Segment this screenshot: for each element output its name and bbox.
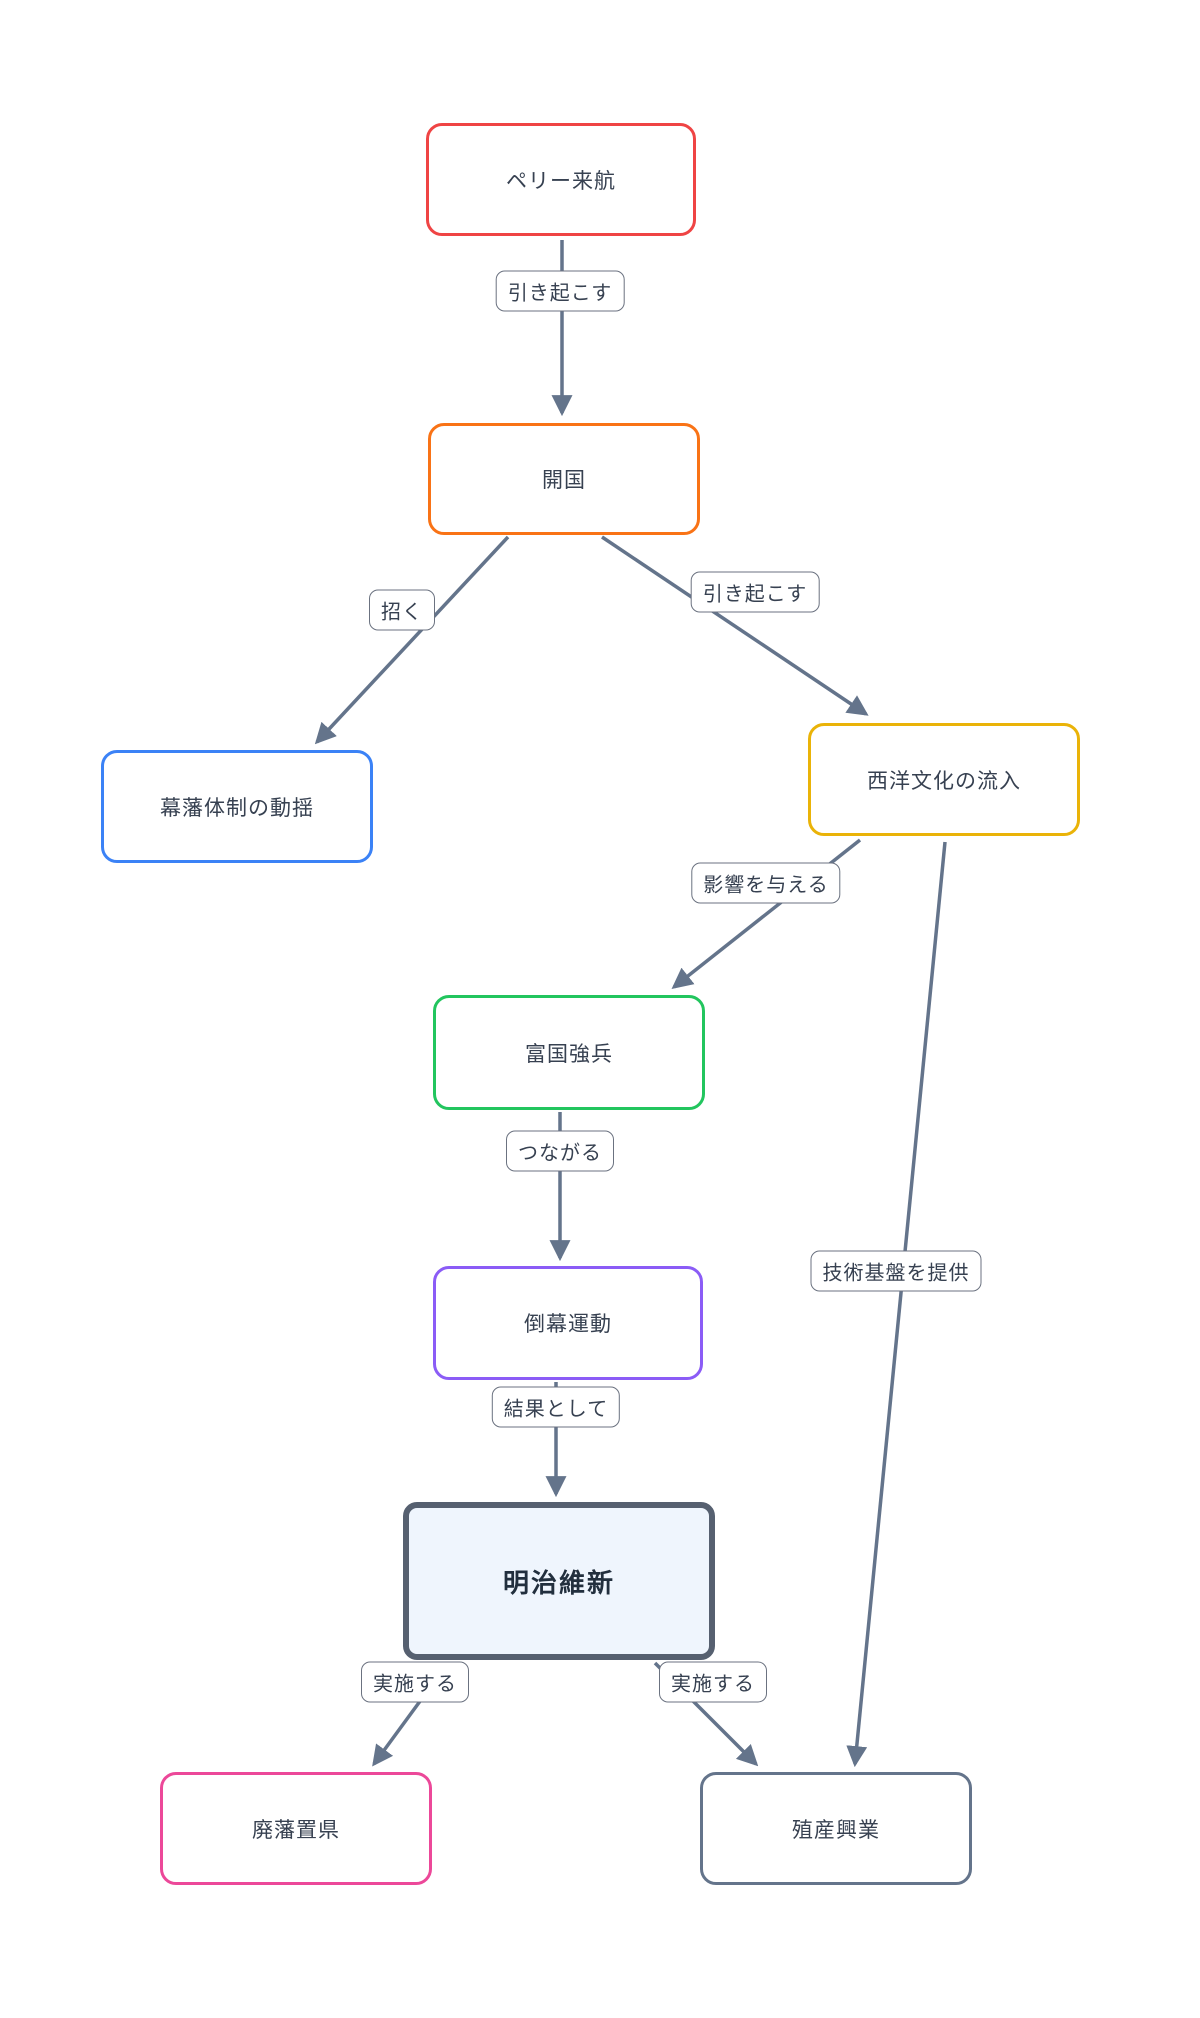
edge-label-invite: 招く — [369, 589, 435, 631]
edge-label-leads-to: つながる — [506, 1130, 614, 1172]
node-label: 倒幕運動 — [524, 1313, 612, 1336]
node-tobaku-movement: 倒幕運動 — [433, 1266, 703, 1380]
node-meiji-restoration: 明治維新 — [403, 1502, 715, 1660]
node-western-culture: 西洋文化の流入 — [808, 723, 1080, 836]
node-bakuhan-unrest: 幕藩体制の動揺 — [101, 750, 373, 863]
node-opening-country: 開国 — [428, 423, 700, 535]
edge-seiyo-to-shokusan — [846, 841, 947, 1768]
node-haihan-chiken: 廃藩置県 — [160, 1772, 432, 1885]
node-label: 幕藩体制の動揺 — [160, 796, 314, 820]
node-label: 富国強兵 — [525, 1042, 613, 1066]
edge-label-influence: 影響を与える — [691, 862, 841, 904]
node-label: 開国 — [542, 469, 586, 492]
edge-kaikoku-to-bakuhan — [314, 535, 510, 745]
edge-label-result: 結果として — [491, 1386, 621, 1428]
edge-label-implement-2: 実施する — [659, 1661, 767, 1703]
edge-label-cause-2: 引き起こす — [690, 571, 820, 613]
node-label: 廃藩置県 — [252, 1818, 340, 1842]
node-label: ペリー来航 — [506, 169, 616, 193]
edge-label-tech-foundation: 技術基盤を提供 — [810, 1250, 982, 1292]
node-label: 殖産興業 — [792, 1818, 880, 1842]
edge-kaikoku-to-seiyo — [601, 535, 869, 716]
node-fukoku-kyohei: 富国強兵 — [433, 995, 705, 1110]
node-label: 明治維新 — [502, 1567, 615, 1598]
edge-label-cause-1: 引き起こす — [495, 270, 625, 312]
node-perry-arrival: ペリー来航 — [426, 123, 696, 236]
node-shokusan-kogyo: 殖産興業 — [700, 1772, 972, 1885]
node-label: 西洋文化の流入 — [867, 769, 1021, 793]
edge-label-implement-1: 実施する — [361, 1661, 469, 1703]
